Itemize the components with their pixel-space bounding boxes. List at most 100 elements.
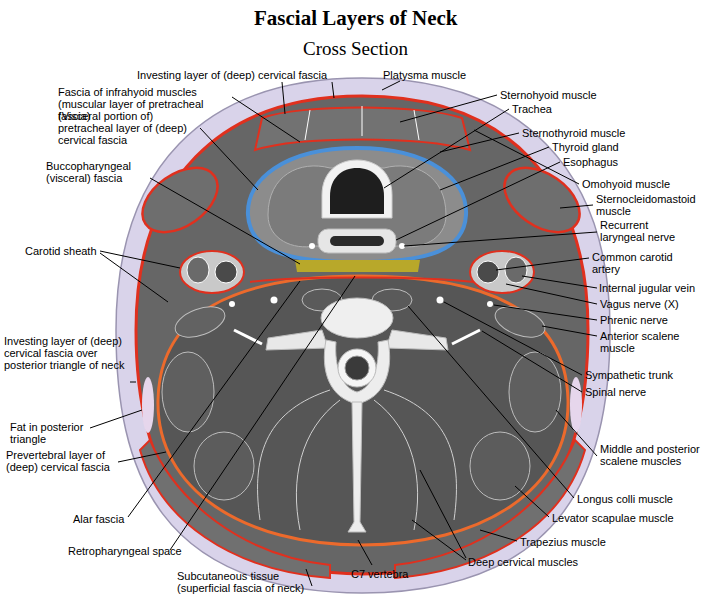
leader-line bbox=[496, 258, 589, 270]
phrenic-nerve bbox=[487, 301, 493, 307]
phrenic-nerve bbox=[229, 301, 235, 307]
anatomy-label: Esophagus bbox=[563, 156, 663, 168]
vertebral-body bbox=[321, 298, 393, 338]
muscle-border bbox=[414, 110, 419, 140]
esophagus-lumen bbox=[330, 236, 384, 246]
leader-line bbox=[494, 305, 597, 320]
muscle-border bbox=[296, 400, 340, 530]
leader-line bbox=[396, 162, 560, 240]
pretracheal-fascia bbox=[248, 148, 466, 262]
anterior-scalene bbox=[171, 301, 229, 343]
anatomy-label: Fat in posterior triangle bbox=[10, 421, 90, 445]
anatomy-label: Carotid sheath bbox=[25, 245, 105, 257]
levator-scapulae bbox=[194, 432, 254, 500]
leader-line bbox=[542, 326, 597, 336]
diagram-subtitle: Cross Section bbox=[303, 38, 408, 60]
esophagus bbox=[318, 229, 396, 253]
leader-line bbox=[282, 82, 285, 114]
leader-line bbox=[200, 128, 258, 190]
anatomy-label: Sternothyroid muscle bbox=[522, 127, 662, 139]
trachea bbox=[322, 160, 392, 218]
diagram-title: Fascial Layers of Neck bbox=[254, 6, 458, 31]
leader-line bbox=[100, 251, 180, 268]
transverse-process bbox=[266, 330, 328, 350]
leader-line bbox=[170, 276, 355, 550]
leader-line bbox=[440, 133, 519, 152]
sternocleidomastoid bbox=[131, 155, 230, 246]
muscle-border bbox=[384, 390, 456, 520]
anatomy-label: Anterior scalene muscle bbox=[600, 330, 700, 354]
leader-line bbox=[130, 382, 136, 383]
carotid-sheath bbox=[470, 251, 534, 293]
anatomy-label: Vagus nerve (X) bbox=[600, 298, 705, 310]
anatomy-label: Recurrent laryngeal nerve bbox=[600, 219, 690, 243]
alar-fascia bbox=[250, 278, 474, 283]
spinous-process bbox=[348, 402, 366, 532]
leader-line bbox=[358, 540, 372, 565]
leader-line bbox=[384, 109, 509, 188]
leader-line bbox=[480, 530, 517, 541]
leader-line bbox=[515, 486, 549, 517]
posterior-triangle-fat bbox=[142, 377, 154, 433]
leader-line bbox=[556, 410, 597, 456]
anatomy-label: Investing layer of (deep) cervical fasci… bbox=[4, 335, 128, 371]
anatomy-label: Trapezius muscle bbox=[520, 536, 640, 548]
anatomy-label: (Visceral portion of) pretracheal layer … bbox=[58, 110, 208, 146]
scalene-muscles bbox=[162, 352, 214, 432]
leader-line bbox=[420, 470, 466, 558]
internal-jugular-vein bbox=[505, 257, 527, 283]
common-carotid-artery bbox=[215, 261, 237, 283]
anterior-scalene bbox=[491, 301, 549, 343]
leader-lines bbox=[90, 81, 597, 586]
leader-line bbox=[522, 276, 597, 288]
muscle-border bbox=[374, 400, 418, 530]
transverse-process bbox=[386, 330, 448, 350]
spinal-nerve bbox=[452, 330, 480, 344]
anatomy-label: Levator scapulae muscle bbox=[552, 512, 702, 524]
anatomy-label: Platysma muscle bbox=[383, 69, 503, 81]
levator-scapulae bbox=[470, 432, 530, 500]
anatomy-label: Longus colli muscle bbox=[577, 493, 702, 505]
anatomy-label: Thyroid gland bbox=[552, 141, 672, 153]
anatomy-label: Deep cervical muscles bbox=[468, 556, 618, 568]
anatomy-label: Spinal nerve bbox=[585, 386, 695, 398]
anatomy-label: Phrenic nerve bbox=[600, 314, 700, 326]
muscle-border bbox=[305, 110, 310, 140]
leader-line bbox=[482, 331, 582, 392]
spinal-cord bbox=[345, 356, 369, 380]
muscle-border bbox=[258, 390, 330, 520]
anatomy-label: Sternocleidomastoid muscle bbox=[596, 193, 696, 217]
spinal-canal bbox=[338, 349, 376, 387]
internal-jugular-vein bbox=[187, 257, 209, 283]
leader-line bbox=[306, 569, 312, 586]
anatomy-label: Sympathetic trunk bbox=[585, 369, 700, 381]
common-carotid-artery bbox=[477, 261, 499, 283]
anatomy-label: Common carotid artery bbox=[592, 251, 692, 275]
leader-line bbox=[506, 284, 597, 304]
scalene-muscles bbox=[509, 352, 561, 432]
recurrent-laryngeal-nerve bbox=[309, 243, 315, 249]
leader-line bbox=[150, 178, 300, 264]
subcutaneous-tissue bbox=[116, 78, 610, 593]
anatomy-label: Subcutaneous tissue (superficial fascia … bbox=[177, 570, 307, 594]
buccopharyngeal-fascia bbox=[295, 260, 420, 272]
anatomy-label: Internal jugular vein bbox=[599, 282, 707, 294]
trachea-lumen bbox=[330, 168, 384, 214]
carotid-sheath bbox=[180, 251, 244, 293]
anatomy-label: Prevertebral layer of (deep) cervical fa… bbox=[6, 449, 118, 473]
anatomy-label: Omohyoid muscle bbox=[582, 178, 692, 190]
leader-line bbox=[118, 452, 166, 462]
anatomy-label: Retropharyngeal space bbox=[68, 545, 208, 557]
leader-line bbox=[400, 95, 497, 122]
sympathetic-trunk bbox=[437, 297, 444, 304]
leader-line bbox=[128, 281, 300, 517]
sympathetic-trunk bbox=[271, 297, 278, 304]
muscle-border bbox=[362, 106, 363, 136]
anatomy-label: Alar fascia bbox=[73, 513, 153, 525]
leader-line bbox=[90, 410, 142, 428]
prevertebral-fascia bbox=[158, 276, 568, 545]
leader-line bbox=[404, 232, 597, 246]
leader-line bbox=[444, 302, 582, 375]
leader-line bbox=[382, 81, 400, 90]
